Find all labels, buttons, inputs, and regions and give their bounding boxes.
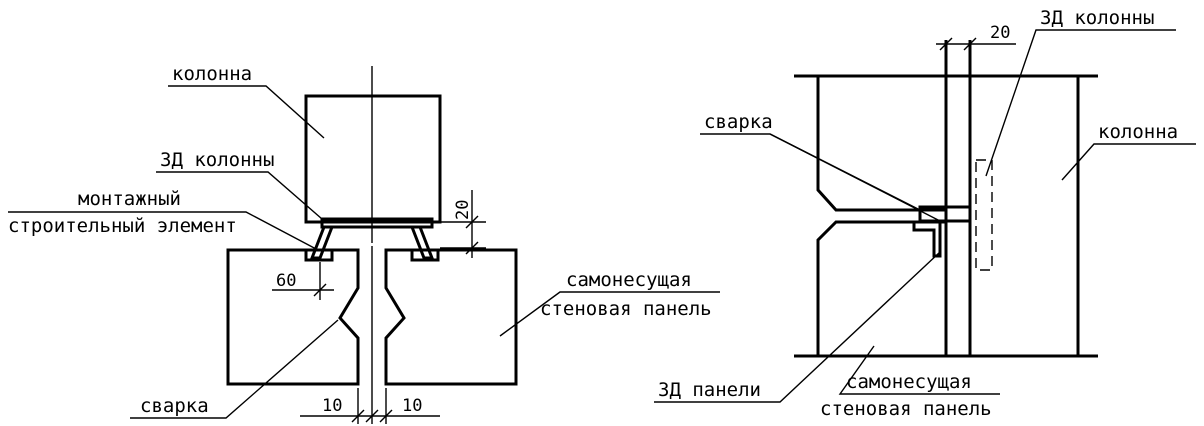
leader-welding-r2 <box>769 133 943 223</box>
svg-text:10: 10 <box>402 396 422 416</box>
leader-wall-panel-r <box>838 345 1000 395</box>
svg-text:60: 60 <box>276 271 296 291</box>
dim-gap-width: 20 <box>936 23 1016 51</box>
column-embedded-dashed <box>975 159 993 271</box>
panel-plate-right <box>410 248 440 262</box>
dim-plate-offset: 60 <box>272 262 334 300</box>
panel-plate-left <box>304 248 334 262</box>
dim-gap-height: 20 <box>440 190 486 258</box>
column-embedded-plate <box>320 217 434 229</box>
label-wall-panel-line2: стеновая панель <box>540 298 712 320</box>
label-wall-panel-line1: самонесущая <box>566 269 692 291</box>
label-column: колонна <box>172 63 252 85</box>
label-column-r: колонна <box>1098 121 1178 143</box>
label-mount-line1: монтажный <box>78 188 181 210</box>
svg-text:20: 20 <box>990 23 1010 43</box>
wall-panel-upper <box>816 74 948 212</box>
leader-panel-embedded <box>654 251 941 403</box>
wall-panel-right <box>384 248 518 386</box>
mount-element-left <box>309 225 335 260</box>
mount-element-right <box>409 225 435 260</box>
svg-text:20: 20 <box>453 200 473 220</box>
leader-column <box>168 85 325 139</box>
label-panel-embedded: 3Д панели <box>658 379 761 401</box>
label-column-embedded: 3Д колонны <box>160 149 274 171</box>
left-view: колонна 3Д колонны монтажный строительны… <box>8 63 720 424</box>
leader-column-embedded <box>156 171 323 220</box>
dim-gaps: 10 10 <box>300 388 440 424</box>
label-column-embedded-r: 3Д колонны <box>1040 7 1154 29</box>
leader-welding <box>130 319 339 419</box>
leader-wall-panel <box>499 291 720 337</box>
label-mount-line2: строительный элемент <box>8 215 237 237</box>
panel-embedded-hook <box>912 220 942 258</box>
label-welding: сварка <box>140 395 209 417</box>
label-wall-panel-r-line2: стеновая панель <box>820 398 992 420</box>
wall-panel-lower <box>816 220 948 358</box>
wall-panel-left <box>226 248 360 386</box>
svg-text:10: 10 <box>322 396 342 416</box>
leader-column-embedded-r <box>985 29 1176 177</box>
label-welding-r: сварка <box>704 111 773 133</box>
leader-mount <box>8 211 319 251</box>
right-view: 20 3Д колонны сварка колонна 3Д панели с… <box>654 7 1196 420</box>
leader-welding-r <box>700 133 921 211</box>
leader-column-r <box>1061 143 1196 181</box>
label-wall-panel-r-line1: самонесущая <box>846 371 972 393</box>
column-section <box>304 94 442 224</box>
mount-bracket <box>918 205 972 223</box>
